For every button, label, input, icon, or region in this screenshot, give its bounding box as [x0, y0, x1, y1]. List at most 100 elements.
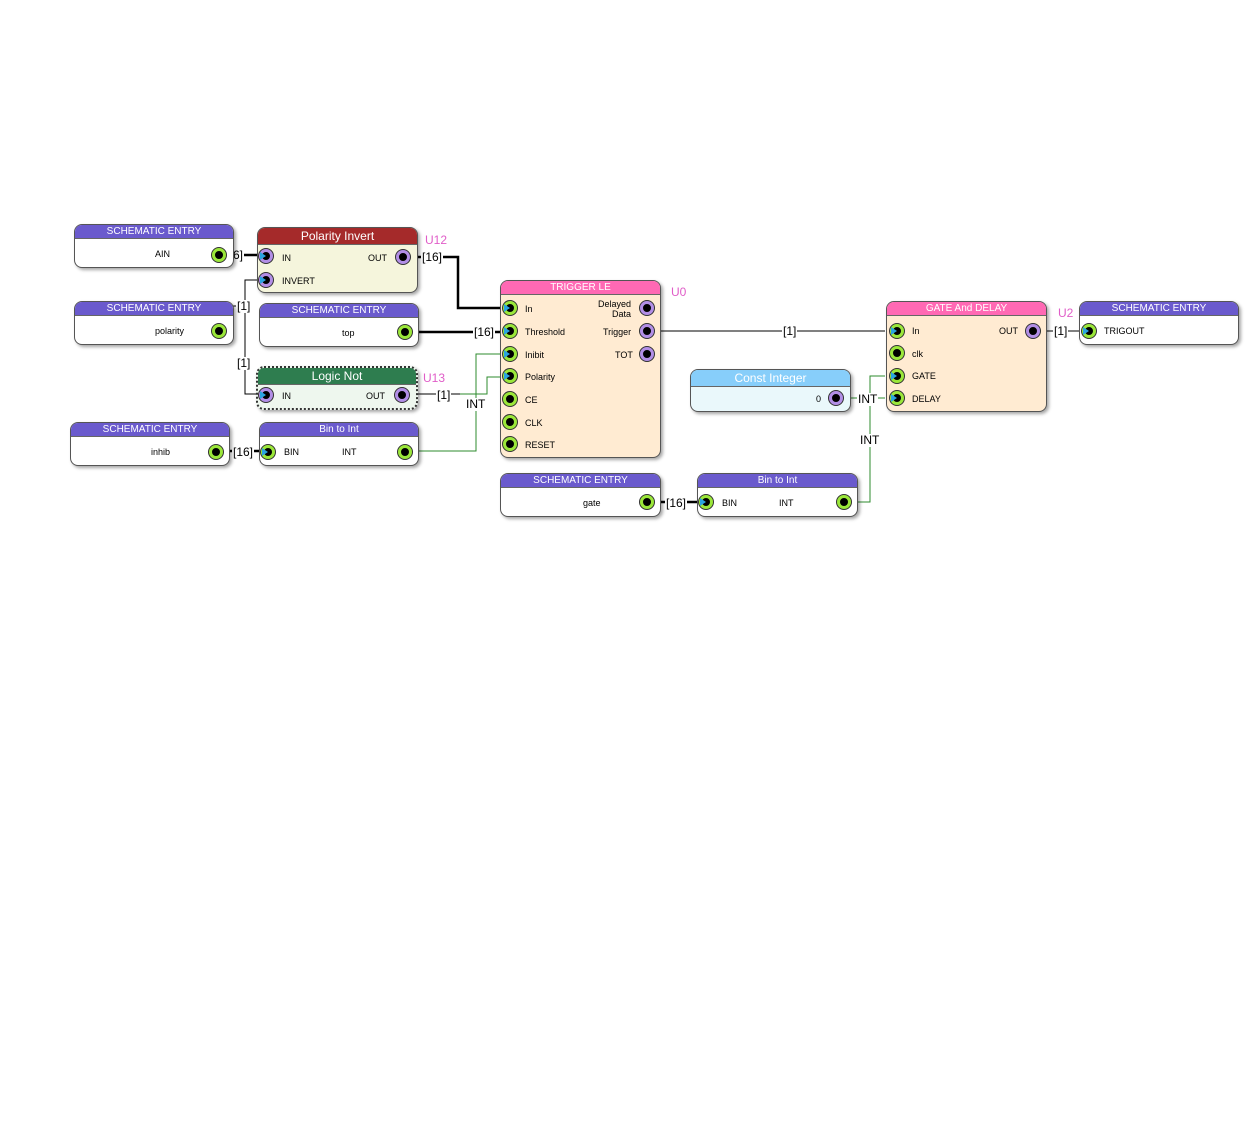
input-arrow-icon — [504, 372, 510, 380]
port-label-bin: BIN — [284, 447, 300, 457]
block-title: Bin to Int — [260, 423, 418, 437]
wire-label-trigger: [1] — [782, 324, 798, 338]
port-label-delayed: Delayed — [598, 299, 632, 309]
port-label-polarity: Polarity — [525, 372, 556, 382]
wire-polarity-not — [244, 306, 258, 395]
input-arrow-icon — [700, 498, 706, 506]
block-title: SCHEMATIC ENTRY — [75, 225, 233, 239]
port-label-delay: DELAY — [912, 394, 941, 404]
output-pin[interactable] — [398, 325, 412, 339]
input-arrow-icon — [262, 448, 268, 456]
port-label-tot: TOT — [615, 350, 633, 360]
block-title: SCHEMATIC ENTRY — [75, 302, 233, 316]
input-arrow-icon — [504, 350, 510, 358]
input-arrow-icon — [260, 276, 266, 284]
port-label-clk: CLK — [525, 418, 543, 428]
port-label-out: OUT — [368, 253, 387, 263]
entry-name: inhib — [151, 447, 171, 457]
wire-label-pi-out: [16] — [421, 250, 444, 264]
bus-pi-out — [416, 255, 500, 310]
schematic-entry-top[interactable]: SCHEMATIC ENTRY top — [259, 303, 419, 347]
gate-and-delay-block[interactable]: GATE And DELAY In clk GATE DELAY OUT — [886, 301, 1047, 412]
port-label-trigger: Trigger — [603, 327, 632, 337]
input-pin-clk[interactable] — [503, 415, 517, 429]
output-pin[interactable] — [212, 248, 226, 262]
output-pin[interactable] — [212, 324, 226, 338]
output-pin-tot[interactable] — [640, 347, 654, 361]
schematic-entry-ain[interactable]: SCHEMATIC ENTRY AIN — [74, 224, 234, 268]
wire-label-polarity-b: [1] — [236, 356, 252, 370]
output-pin-int[interactable] — [837, 495, 851, 509]
port-label-in: IN — [282, 253, 291, 263]
input-arrow-icon — [504, 327, 510, 335]
output-pin-out[interactable] — [395, 388, 409, 402]
entry-name: top — [342, 328, 355, 338]
port-label-in: In — [912, 326, 920, 336]
logic-not-block[interactable]: Logic Not IN OUT — [256, 366, 418, 410]
output-pin-out[interactable] — [1026, 324, 1040, 338]
wire-label-polarity-a: [1] — [236, 299, 252, 313]
input-pin-clk[interactable] — [890, 346, 904, 360]
schematic-entry-trigout[interactable]: SCHEMATIC ENTRY TRIGOUT — [1079, 301, 1239, 345]
block-title: SCHEMATIC ENTRY — [1080, 302, 1238, 316]
wire-label-trigout: [1] — [1053, 324, 1069, 338]
port-label-out: OUT — [366, 391, 385, 401]
port-label-threshold: Threshold — [525, 327, 566, 337]
port-label-reset: RESET — [525, 440, 556, 450]
port-label-in: In — [525, 304, 533, 314]
output-pin-int[interactable] — [398, 445, 412, 459]
wire-label-gate-int: INT — [859, 433, 881, 447]
port-label-int: INT — [342, 447, 357, 457]
input-arrow-icon — [891, 372, 897, 380]
wire-label-inhib: [16] — [232, 445, 255, 459]
ref-u0: U0 — [671, 285, 687, 299]
wire-label-top: [16] — [473, 325, 496, 339]
port-label-data: Data — [612, 309, 632, 319]
output-pin-delayed-data[interactable] — [640, 301, 654, 315]
port-label-ce: CE — [525, 395, 538, 405]
block-title: SCHEMATIC ENTRY — [260, 304, 418, 318]
port-label-in: IN — [282, 391, 291, 401]
polarity-invert-block[interactable]: Polarity Invert IN INVERT OUT — [257, 227, 418, 293]
entry-name: AIN — [155, 249, 171, 259]
ref-u2: U2 — [1058, 306, 1074, 320]
output-pin[interactable] — [209, 445, 223, 459]
block-title: Polarity Invert — [258, 228, 417, 245]
wire-not-polarity — [460, 376, 500, 395]
input-arrow-icon — [260, 252, 266, 260]
port-label-int: INT — [779, 498, 794, 508]
entry-name: gate — [583, 498, 601, 508]
port-label-clk: clk — [912, 349, 923, 359]
input-arrow-icon — [1083, 327, 1089, 335]
ref-u12: U12 — [425, 233, 448, 247]
bin-to-int-block-1[interactable]: Bin to Int BIN INT — [259, 422, 419, 466]
input-arrow-icon — [504, 304, 510, 312]
trigger-le-block[interactable]: TRIGGER LE In Threshold Inibit Polarity … — [500, 280, 661, 458]
schematic-entry-inhib[interactable]: SCHEMATIC ENTRY inhib — [70, 422, 230, 466]
const-value: 0 — [816, 394, 822, 404]
block-title: Const Integer — [691, 370, 850, 387]
block-title: SCHEMATIC ENTRY — [71, 423, 229, 437]
const-integer-block[interactable]: Const Integer 0 — [690, 369, 851, 412]
input-pin-ce[interactable] — [503, 392, 517, 406]
schematic-entry-polarity[interactable]: SCHEMATIC ENTRY polarity — [74, 301, 234, 345]
input-arrow-icon — [260, 391, 266, 399]
wire-label-gate: [16] — [665, 496, 688, 510]
output-pin-int[interactable] — [829, 391, 843, 405]
output-pin-trigger[interactable] — [640, 324, 654, 338]
output-pin-out[interactable] — [396, 250, 410, 264]
ref-u13: U13 — [423, 371, 446, 385]
input-arrow-icon — [891, 394, 897, 402]
wire-int-inibit — [416, 353, 500, 452]
input-arrow-icon — [891, 327, 897, 335]
block-title: TRIGGER LE — [501, 281, 660, 295]
entry-name: TRIGOUT — [1104, 326, 1145, 336]
block-title: GATE And DELAY — [887, 302, 1046, 316]
bin-to-int-block-2[interactable]: Bin to Int BIN INT — [697, 473, 858, 517]
schematic-entry-gate[interactable]: SCHEMATIC ENTRY gate — [500, 473, 661, 517]
wire-label-const-int: INT — [857, 392, 879, 406]
port-label-gate: GATE — [912, 371, 936, 381]
input-pin-reset[interactable] — [503, 437, 517, 451]
output-pin[interactable] — [640, 495, 654, 509]
